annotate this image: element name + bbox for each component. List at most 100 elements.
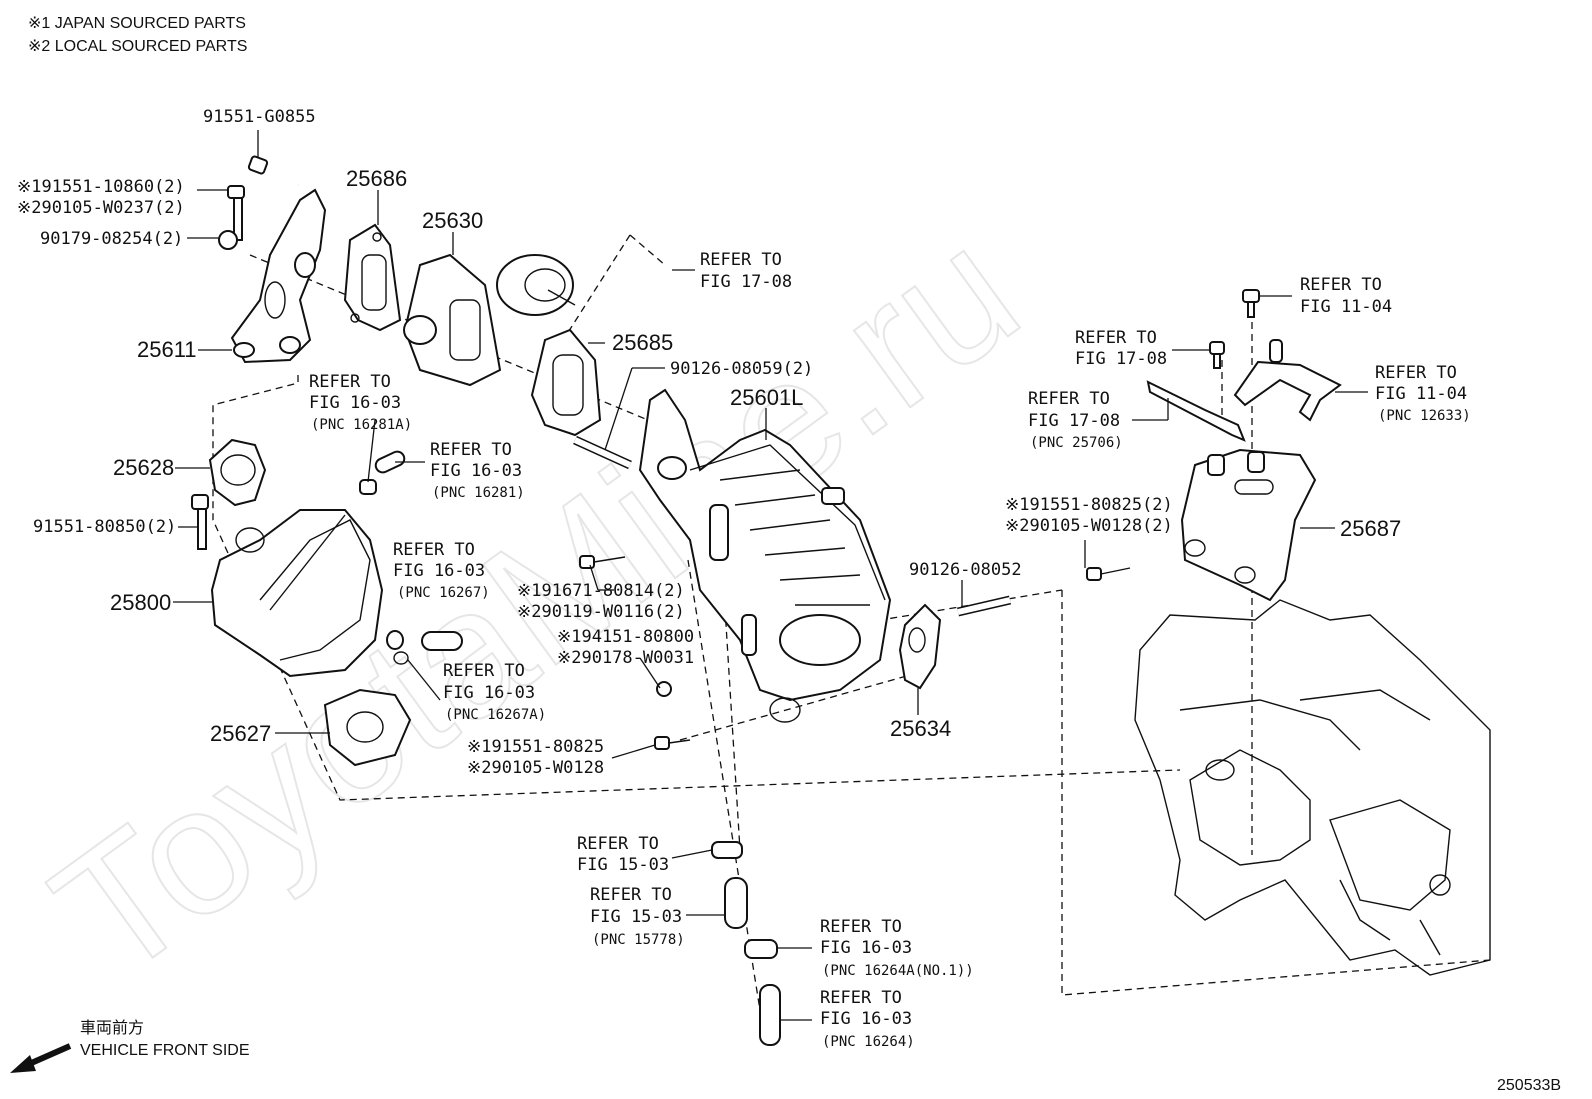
ref-fig: FIG 15-03 [590,907,682,927]
ref-line: REFER TO [820,917,902,937]
bolt-fig-17-08-icon [1209,341,1225,369]
label-vehicle-front-jp: 車両前方 [80,1019,144,1037]
gasket-25634-icon [898,603,942,690]
ref-line: REFER TO [700,250,782,270]
egr-pipe-25800-icon [210,509,384,678]
label-90126-08052: 90126-08052 [909,560,1022,580]
ref-fig-17-08-mid[interactable]: REFER TO FIG 17-08 [1075,328,1167,369]
ref-fig-15-03-pnc-15778[interactable]: REFER TO FIG 15-03 (PNC 15778) [590,885,685,948]
ref-fig-17-08-pnc-25706[interactable]: REFER TO FIG 17-08 (PNC 25706) [1028,389,1123,451]
gasket-25627-icon [323,688,412,767]
front-direction-arrow-icon [10,1043,72,1073]
ref-fig: FIG 16-03 [430,461,522,481]
label-290178-W0031: ※290178-W0031 [557,648,694,668]
hose-15778-icon [724,877,748,929]
gasket-25628-icon [208,438,267,507]
egr-valve-25630-icon [403,253,576,387]
label-25800: 25800 [110,590,171,615]
label-290105-W0128-2: ※290105-W0128(2) [1005,516,1173,536]
ref-fig: FIG 16-03 [443,683,535,703]
ref-fig-16-03-pnc-16267[interactable]: REFER TO FIG 16-03 (PNC 16267) [393,540,490,601]
ref-line: REFER TO [1300,275,1382,295]
label-vehicle-front-side: VEHICLE FRONT SIDE [80,1042,250,1059]
label-191671-80814: ※191671-80814(2) [517,581,685,601]
label-25627: 25627 [210,721,271,746]
ref-line: REFER TO [1028,389,1110,409]
ref-fig: FIG 17-08 [700,272,792,292]
ref-fig-15-03[interactable]: REFER TO FIG 15-03 [577,834,669,875]
label-90126-08059: 90126-08059(2) [670,359,813,379]
ref-line: REFER TO [1075,328,1157,348]
bracket-25687-icon [1180,448,1317,602]
label-191551-80825-2: ※191551-80825(2) [1005,495,1173,515]
ref-pnc: (PNC 16267A) [445,707,546,723]
ref-fig: FIG 16-03 [393,561,485,581]
ref-line: REFER TO [1375,363,1457,383]
label-191551-80825: ※191551-80825 [467,737,604,757]
ref-fig-11-04-pnc-12633[interactable]: REFER TO FIG 11-04 (PNC 12633) [1375,363,1471,424]
ref-fig: FIG 16-03 [309,393,401,413]
label-25685: 25685 [612,330,673,355]
ref-fig-17-08-top[interactable]: REFER TO FIG 17-08 [700,250,792,292]
figure-code: 250533B [1497,1077,1561,1094]
bolt-91551-G0855-icon [247,155,299,187]
hose-16264-icon [759,984,781,1046]
bracket-12633-icon [1233,339,1342,422]
bolt-191551-80825-2-icon [1086,567,1131,581]
gasket-25686-icon [343,223,402,332]
egr-cooler-25601L-icon [638,388,892,723]
nut-194151-80800-icon [656,681,672,697]
ref-fig: FIG 16-03 [820,938,912,958]
bolt-91551-80850-icon [191,494,209,550]
engine-block-icon [1134,599,1491,976]
ref-line: REFER TO [309,372,391,392]
ref-pnc: (PNC 16267) [397,585,490,601]
hose-16281-icon [359,450,406,495]
bracket-25706-icon [1146,380,1246,442]
label-25634: 25634 [890,716,951,741]
ref-fig-16-03-pnc-16281[interactable]: REFER TO FIG 16-03 (PNC 16281) [430,440,525,501]
ref-pnc: (PNC 16281) [432,485,525,501]
gasket-25685-icon [530,328,602,437]
leader-lines [173,130,1368,1021]
ref-pnc: (PNC 15778) [592,932,685,948]
stud-90126-08052-icon [956,595,1012,617]
stud-90126-08059-icon [573,435,632,470]
label-25687: 25687 [1340,516,1401,541]
ref-pnc: (PNC 16264A(NO.1)) [822,963,974,979]
hose-16267-icon [386,630,463,665]
ref-fig: FIG 17-08 [1075,349,1167,369]
ref-line: REFER TO [430,440,512,460]
ref-fig: FIG 11-04 [1375,384,1467,404]
ref-pnc: (PNC 12633) [1378,408,1471,424]
label-25628: 25628 [113,455,174,480]
ref-pnc: (PNC 25706) [1030,435,1123,451]
ref-line: REFER TO [590,885,672,905]
ref-fig-16-03-pnc-16264[interactable]: REFER TO FIG 16-03 (PNC 16264) [820,988,915,1050]
ref-fig: FIG 15-03 [577,855,669,875]
note-local: ※2 LOCAL SOURCED PARTS [28,38,247,55]
bolt-191551-80825-icon [654,736,691,750]
label-25630: 25630 [422,208,483,233]
label-25611: 25611 [137,337,197,362]
ref-line: REFER TO [577,834,659,854]
ref-fig: FIG 17-08 [1028,411,1120,431]
ref-line: REFER TO [820,988,902,1008]
note-japan: ※1 JAPAN SOURCED PARTS [28,15,246,32]
label-90105-W0237: ※290105-W0237(2) [17,198,185,218]
ref-fig-11-04-top[interactable]: REFER TO FIG 11-04 [1300,275,1392,317]
label-25686: 25686 [346,166,407,191]
ref-line: REFER TO [393,540,475,560]
label-290105-W0128: ※290105-W0128 [467,758,604,778]
nut-90179-08254-icon [218,230,238,250]
ref-fig: FIG 16-03 [820,1009,912,1029]
label-91551-10860: ※191551-10860(2) [17,177,185,197]
bolt-fig-11-04-icon [1242,289,1260,318]
ref-fig-16-03-pnc-16264A[interactable]: REFER TO FIG 16-03 (PNC 16264A(NO.1)) [820,917,974,979]
label-194151-80800: ※194151-80800 [557,627,694,647]
ref-fig-16-03-pnc-16281A[interactable]: REFER TO FIG 16-03 (PNC 16281A) [309,372,412,433]
ref-fig-16-03-pnc-16267A[interactable]: REFER TO FIG 16-03 (PNC 16267A) [443,661,546,723]
ref-pnc: (PNC 16264) [822,1034,915,1050]
label-25601L: 25601L [730,385,803,410]
